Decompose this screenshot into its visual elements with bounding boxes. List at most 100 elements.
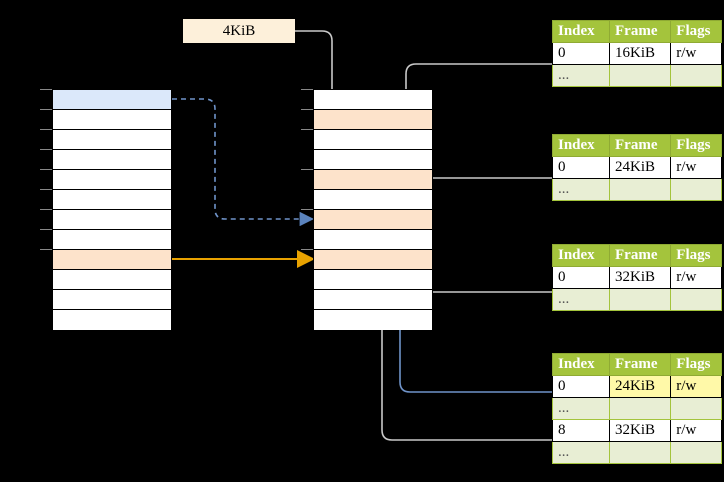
physical-frame-row	[314, 230, 432, 250]
physical-frame-row	[314, 150, 432, 170]
virtual-page-tick	[40, 89, 52, 90]
page-table-cell: ...	[552, 178, 610, 201]
physical-frame-tick	[301, 169, 313, 170]
page-table-cell: 24KiB	[608, 156, 672, 179]
virtual-page-row	[53, 290, 171, 310]
column-header-flags: Flags	[670, 20, 722, 43]
page-table-cell: r/w	[670, 42, 722, 65]
column-header-frame: Frame	[608, 20, 672, 43]
virtual-page-tick	[40, 169, 52, 170]
physical-frame-row	[314, 210, 432, 230]
virtual-page-tick	[40, 229, 52, 230]
column-header-frame: Frame	[608, 353, 672, 376]
physical-frame-tick	[301, 249, 313, 250]
virtual-page-row	[53, 130, 171, 150]
page-table-cell: r/w	[670, 419, 722, 442]
column-header-flags: Flags	[670, 244, 722, 267]
column-header-index: Index	[552, 20, 610, 43]
page-table-cell	[670, 397, 722, 420]
page-table-row: ...	[552, 441, 722, 464]
column-header-flags: Flags	[670, 353, 722, 376]
column-header-index: Index	[552, 134, 610, 157]
physical-frame-tick	[301, 129, 313, 130]
wire-virtual-page-to-frame	[172, 98, 314, 227]
page-table-cell: 32KiB	[608, 419, 672, 442]
physical-frame-row	[314, 270, 432, 290]
physical-frame-row	[314, 90, 432, 110]
page-table-cell	[608, 397, 672, 420]
column-header-index: Index	[552, 244, 610, 267]
page-table-cell	[670, 178, 722, 201]
virtual-address-space-table	[52, 89, 172, 330]
virtual-page-row	[53, 270, 171, 290]
page-table-cell: 0	[552, 266, 610, 289]
column-header-index: Index	[552, 353, 610, 376]
page-table-cell: 0	[552, 42, 610, 65]
page-table-cell: 32KiB	[608, 266, 672, 289]
page-table-cell	[670, 288, 722, 311]
virtual-page-row	[53, 230, 171, 250]
page-table-cell: 0	[552, 156, 610, 179]
virtual-page-row	[53, 190, 171, 210]
page-table-cell	[608, 288, 672, 311]
virtual-page-row	[53, 210, 171, 230]
physical-frame-tick	[301, 109, 313, 110]
virtual-page-tick	[40, 129, 52, 130]
virtual-page-tick	[40, 149, 52, 150]
virtual-page-row	[53, 170, 171, 190]
page-table-cell: r/w	[670, 156, 722, 179]
page-table-cell: r/w	[670, 375, 722, 398]
column-header-frame: Frame	[608, 134, 672, 157]
page-table-cell	[670, 64, 722, 87]
page-table-cell	[670, 441, 722, 464]
column-header-flags: Flags	[670, 134, 722, 157]
page-table-cell: ...	[552, 288, 610, 311]
wire-pt2-to-frame	[414, 177, 552, 231]
page-table-cell: ...	[552, 64, 610, 87]
page-table-row: ...	[552, 64, 722, 87]
physical-frame-row	[314, 110, 432, 130]
virtual-page-tick	[40, 189, 52, 190]
physical-frame-tick	[301, 209, 313, 210]
page-table-cell	[608, 64, 672, 87]
physical-frame-row	[314, 290, 432, 310]
virtual-page-tick	[40, 209, 52, 210]
physical-frame-row	[314, 170, 432, 190]
column-header-frame: Frame	[608, 244, 672, 267]
physical-address-space-table	[313, 89, 433, 330]
page-table-row: ...	[552, 178, 722, 201]
page-table-cell: r/w	[670, 266, 722, 289]
virtual-page-row	[53, 310, 171, 330]
page-size-label: 4KiB	[183, 19, 295, 43]
virtual-page-tick	[40, 249, 52, 250]
page-table-cell: ...	[552, 397, 610, 420]
virtual-page-row	[53, 150, 171, 170]
page-table-cell: ...	[552, 441, 610, 464]
page-table-cell: 0	[552, 375, 610, 398]
virtual-page-tick	[40, 109, 52, 110]
virtual-page-row	[53, 250, 171, 270]
page-table-cell: 16KiB	[608, 42, 672, 65]
page-table-row: ...	[552, 397, 722, 420]
physical-frame-row	[314, 190, 432, 210]
page-table-cell	[608, 441, 672, 464]
physical-frame-row	[314, 130, 432, 150]
page-table-cell: 8	[552, 419, 610, 442]
physical-frame-row	[314, 250, 432, 270]
physical-frame-tick	[301, 89, 313, 90]
virtual-page-row	[53, 110, 171, 130]
virtual-page-row	[53, 90, 171, 110]
physical-frame-row	[314, 310, 432, 330]
